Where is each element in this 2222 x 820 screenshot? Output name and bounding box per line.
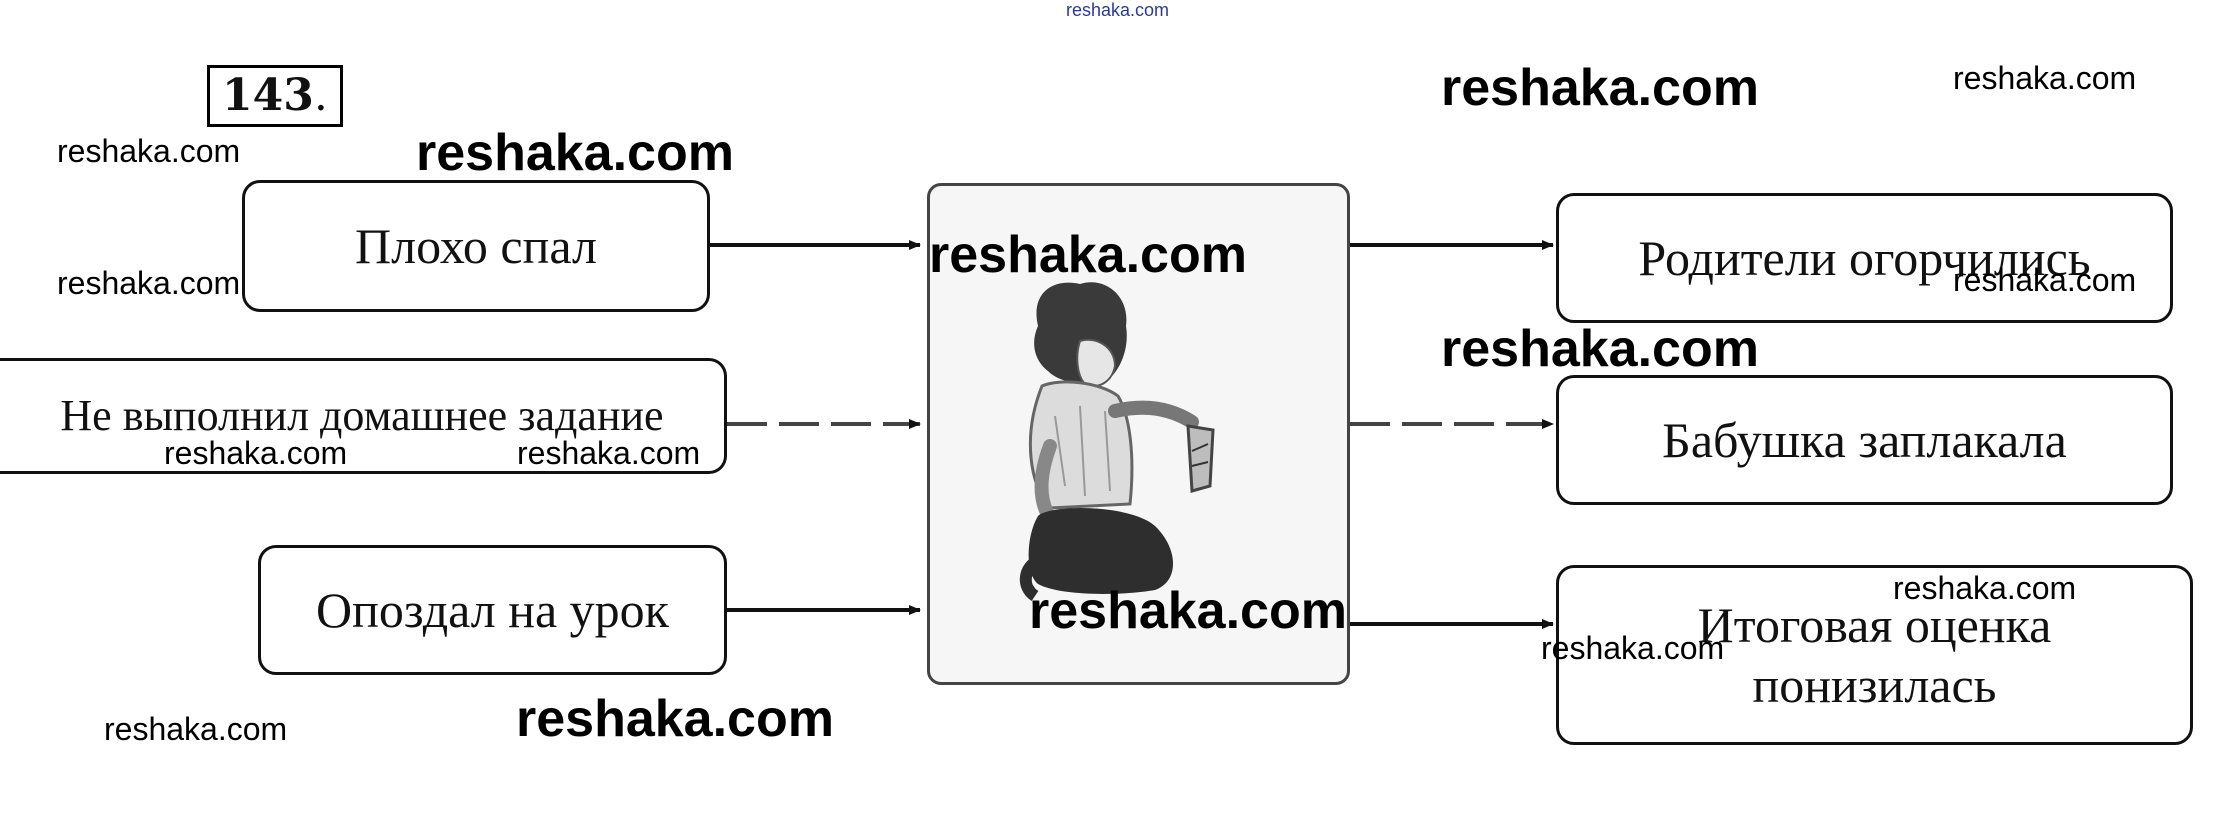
watermark-10: reshaka.com [517, 435, 701, 471]
watermark-13: reshaka.com [1541, 630, 1725, 666]
watermark-6: reshaka.com [1953, 60, 2137, 96]
watermark-11: reshaka.com [1029, 582, 1347, 640]
cause-text-2: Не выполнил домашнее задание [60, 390, 664, 440]
watermark-4: reshaka.com [929, 226, 1247, 284]
watermark-1: reshaka.com [57, 133, 241, 169]
watermark-2: reshaka.com [416, 124, 734, 182]
effect-box-1: Родители огорчились [1556, 193, 2173, 323]
watermark-top: reshaka.com [1066, 0, 1170, 20]
cause-box-2: Не выполнил домашнее задание [0, 358, 727, 474]
effect-text-1: Родители огорчились [1638, 230, 2091, 286]
effect-text-3: Итоговая оценка понизилась [1697, 597, 2052, 713]
task-number: 143 [222, 70, 314, 121]
watermark-12: reshaka.com [1893, 570, 2077, 606]
watermark-5: reshaka.com [1441, 59, 1759, 117]
cause-box-1: Плохо спал [242, 180, 710, 312]
watermark-14: reshaka.com [104, 711, 288, 747]
boy-kneeling-illustration [1019, 282, 1215, 601]
watermark-8: reshaka.com [1441, 320, 1759, 378]
cause-text-1: Плохо спал [355, 218, 597, 274]
watermark-15: reshaka.com [516, 690, 834, 748]
watermark-3: reshaka.com [57, 265, 241, 301]
cause-box-3: Опоздал на урок [258, 545, 727, 675]
watermark-7: reshaka.com [1953, 262, 2137, 298]
task-number-badge: 143. [207, 65, 343, 127]
task-number-suffix: . [313, 70, 328, 121]
effect-text-2: Бабушка заплакала [1662, 412, 2067, 468]
cause-text-3: Опоздал на урок [316, 582, 669, 638]
watermark-9: reshaka.com [164, 435, 348, 471]
effect-box-3: Итоговая оценка понизилась [1556, 565, 2193, 745]
center-illustration-card [927, 183, 1350, 685]
effect-box-2: Бабушка заплакала [1556, 375, 2173, 505]
